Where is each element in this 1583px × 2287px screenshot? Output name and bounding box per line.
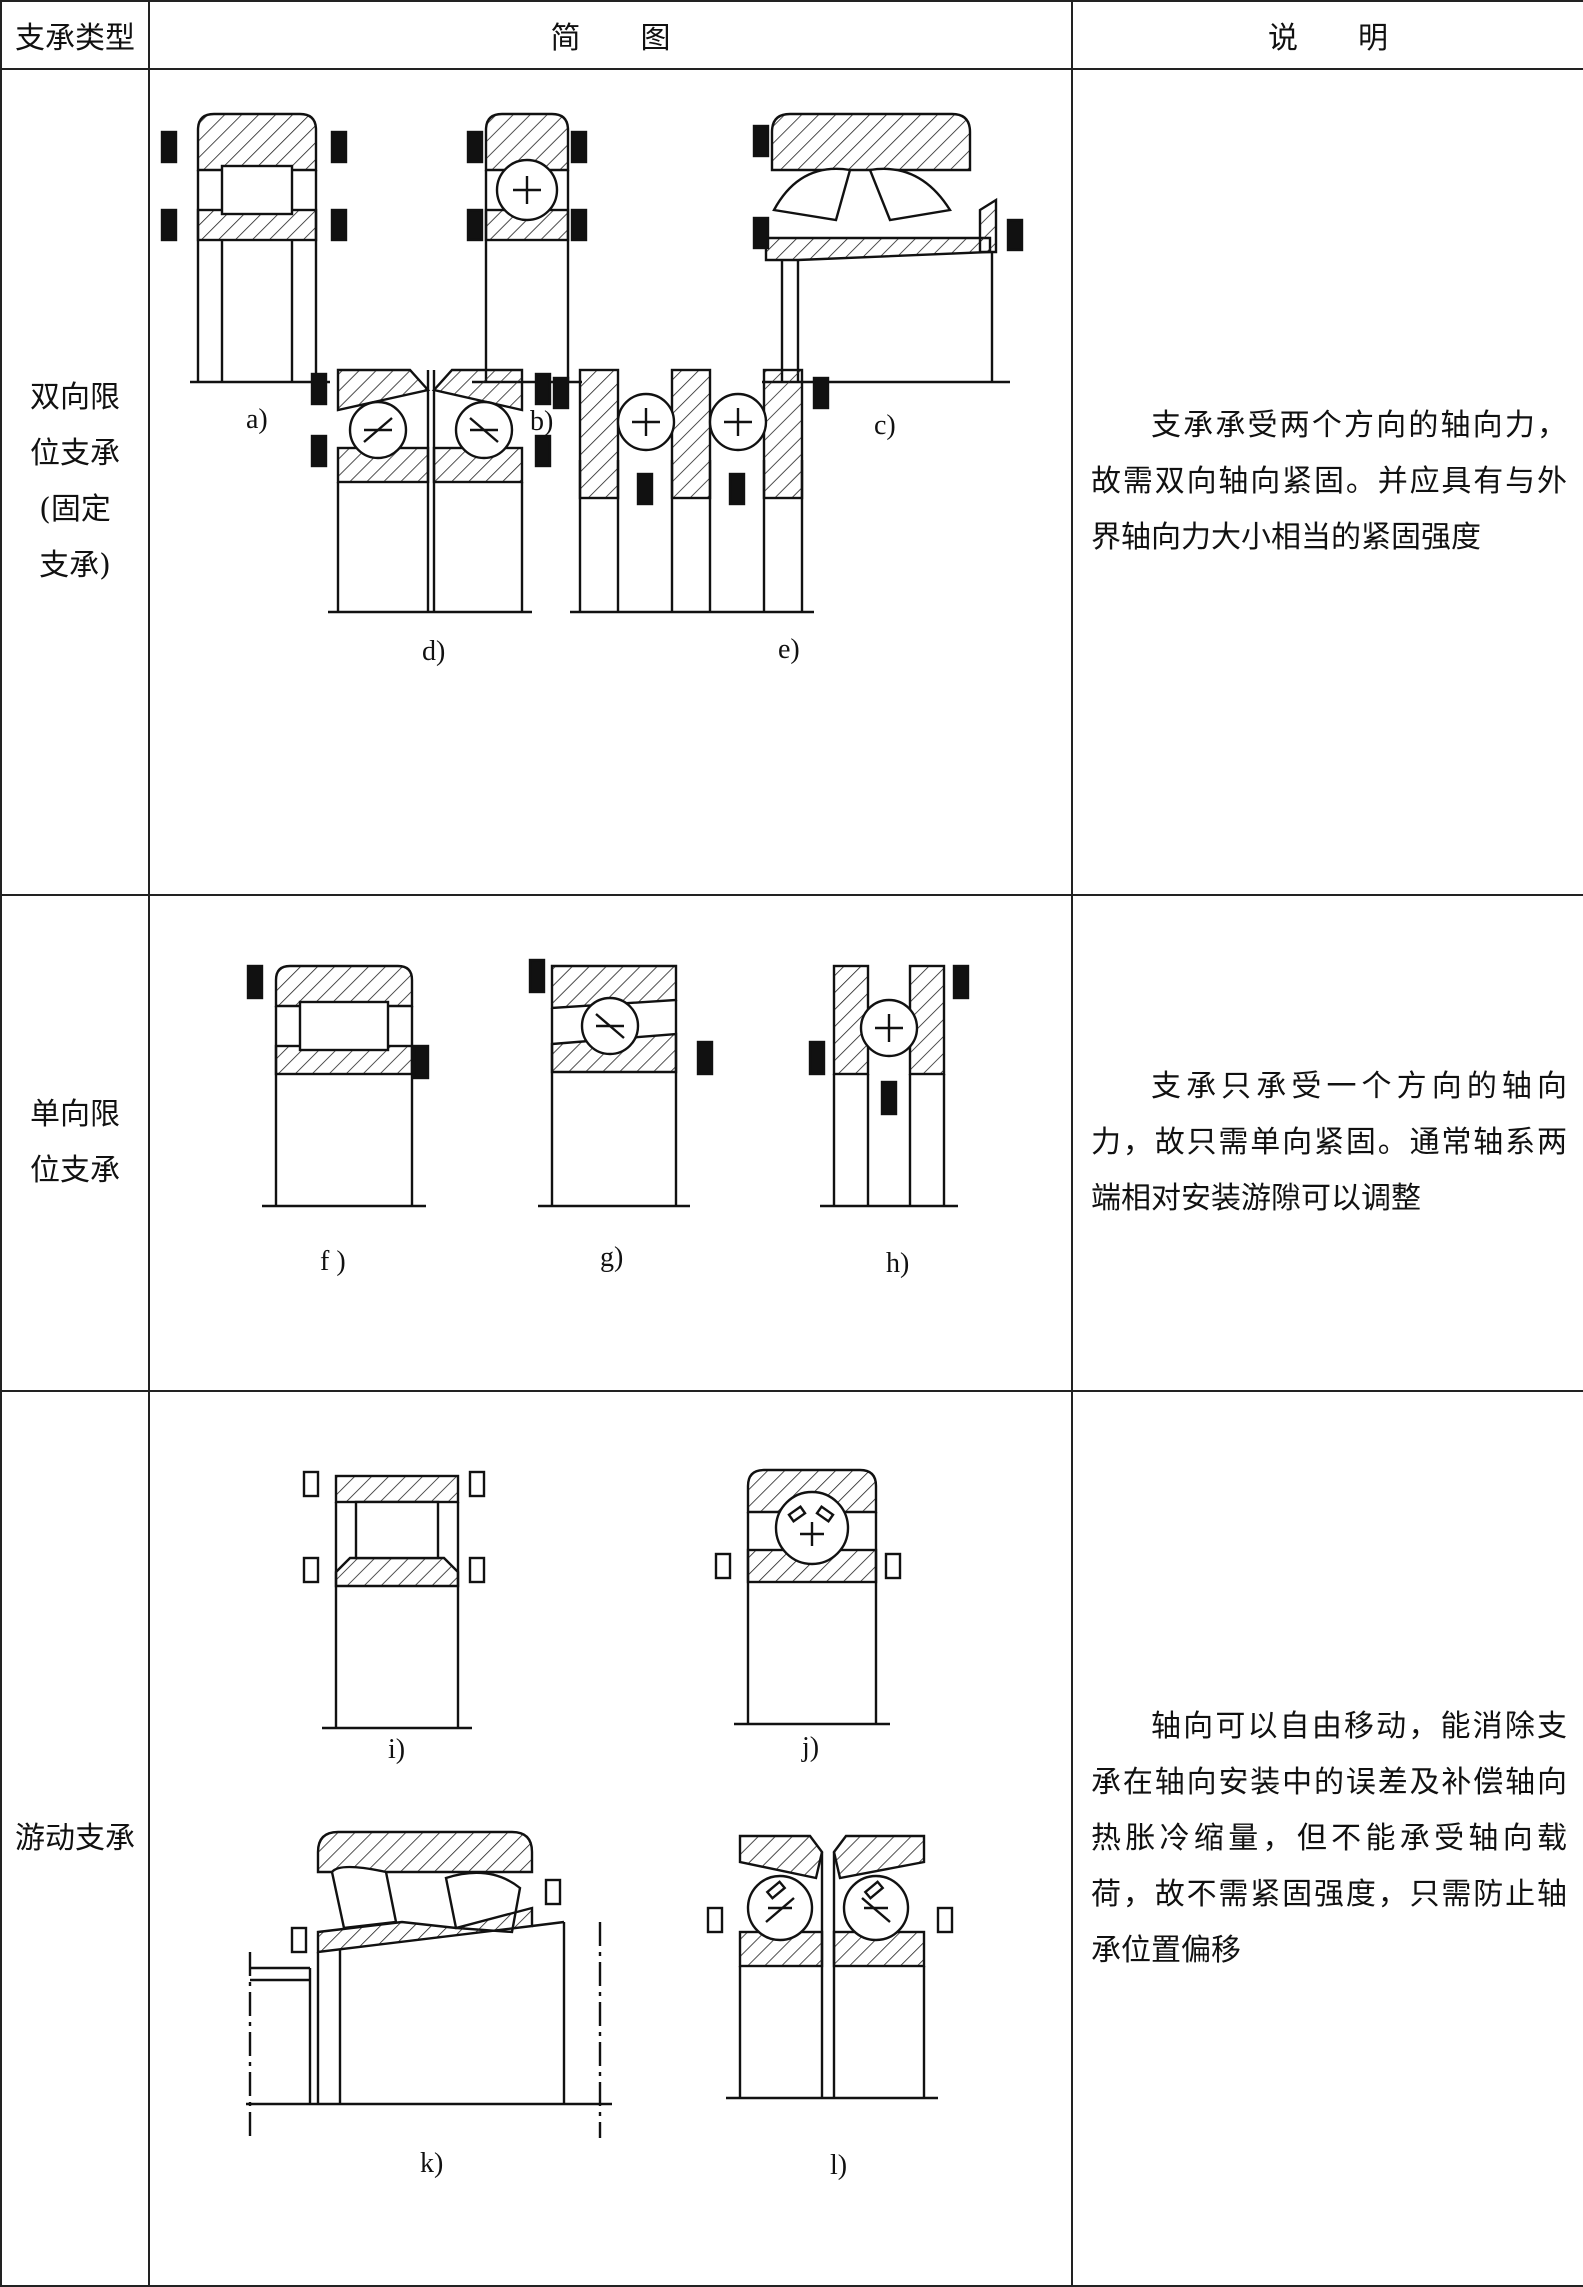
- diagram-l: [706, 1834, 954, 2100]
- description-cell: 支承承受两个方向的轴向力，故需双向轴向紧固。并应具有与外界轴向力大小相当的紧固强…: [1071, 68, 1583, 896]
- label-e: e): [778, 634, 800, 665]
- label-d: d): [422, 636, 445, 667]
- label-i: i): [388, 1734, 405, 1765]
- type-cell: 单向限 位支承: [0, 894, 150, 1392]
- diagram-i: [302, 1470, 486, 1730]
- diagram-single: f ) g) h): [246, 958, 970, 1279]
- type-line: 位支承: [30, 1153, 120, 1188]
- diagram-f: [246, 964, 430, 1208]
- diagram-a: [160, 112, 348, 384]
- type-line: 双向限: [30, 380, 120, 415]
- type-cell: 游动支承: [0, 1390, 150, 2287]
- type-line: 支承): [39, 548, 111, 583]
- label-f: f ): [320, 1246, 346, 1277]
- label-j: j): [801, 1732, 819, 1763]
- label-l: l): [830, 2150, 847, 2181]
- label-a: a): [246, 404, 268, 435]
- diagram-b: [466, 112, 588, 384]
- description-cell: 轴向可以自由移动，能消除支承在轴向安装中的误差及补偿轴向热胀冷缩量，但不能承受轴…: [1071, 1390, 1583, 2287]
- diagram-g: [528, 958, 714, 1208]
- diagram-k: [246, 1830, 612, 2138]
- diagram-fixed: a) b) c) d) e): [160, 112, 1024, 667]
- figure-cell: a) b) c) d) e): [148, 68, 1073, 896]
- label-k: k): [420, 2148, 443, 2179]
- diagram-h: [808, 964, 970, 1208]
- header-description: 说 明: [1071, 0, 1583, 70]
- type-line: 游动支承: [15, 1820, 135, 1856]
- label-h: h): [886, 1248, 909, 1279]
- diagram-floating: i) j) k) l): [246, 1468, 954, 2181]
- header-figure: 简 图: [148, 0, 1073, 70]
- diagram-j: [714, 1468, 902, 1726]
- diagram-e: [552, 368, 830, 614]
- label-g: g): [600, 1242, 623, 1273]
- row-single-direction: 单向限 位支承: [0, 894, 1583, 1392]
- type-line: 单向限: [30, 1097, 120, 1132]
- row-floating-support: 游动支承: [0, 1390, 1583, 2287]
- description-cell: 支承只承受一个方向的轴向力，故只需单向紧固。通常轴系两端相对安装游隙可以调整: [1071, 894, 1583, 1392]
- label-c: c): [874, 410, 896, 441]
- row-fixed-support: 双向限 位支承 (固定 支承): [0, 68, 1583, 896]
- type-line: (固定: [39, 492, 111, 527]
- figure-cell: f ) g) h): [148, 894, 1073, 1392]
- label-b: b): [530, 406, 553, 437]
- diagram-d: [310, 368, 552, 614]
- diagram-c: [752, 112, 1024, 384]
- figure-cell: i) j) k) l): [148, 1390, 1073, 2287]
- type-line: 位支承: [30, 436, 120, 471]
- header-support-type: 支承类型: [0, 0, 150, 70]
- type-cell: 双向限 位支承 (固定 支承): [0, 68, 150, 896]
- header-row: 支承类型 简 图 说 明: [0, 0, 1583, 70]
